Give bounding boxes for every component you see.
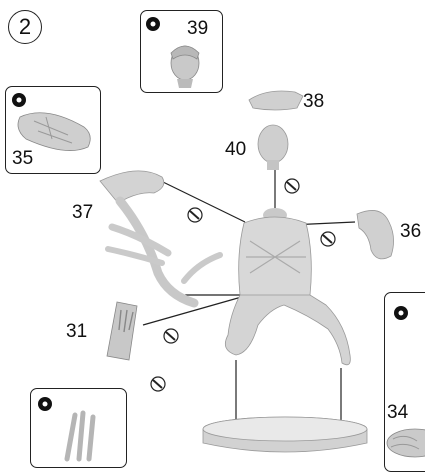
glue-drop-icon	[285, 179, 299, 193]
glue-drop-icon	[188, 208, 202, 222]
label-34: 34	[387, 403, 408, 422]
arrows-figure	[31, 389, 127, 468]
glue-drop-icon	[164, 329, 178, 343]
assembly-diagram: 2 39 35 38 40	[0, 0, 425, 455]
glue-markers	[0, 0, 425, 455]
glue-drop-icon	[321, 232, 335, 246]
shield-34-figure	[385, 293, 425, 472]
inset-part-34: 34	[384, 292, 425, 472]
glue-drop-icon	[151, 377, 165, 391]
inset-part-arrows	[30, 388, 127, 468]
